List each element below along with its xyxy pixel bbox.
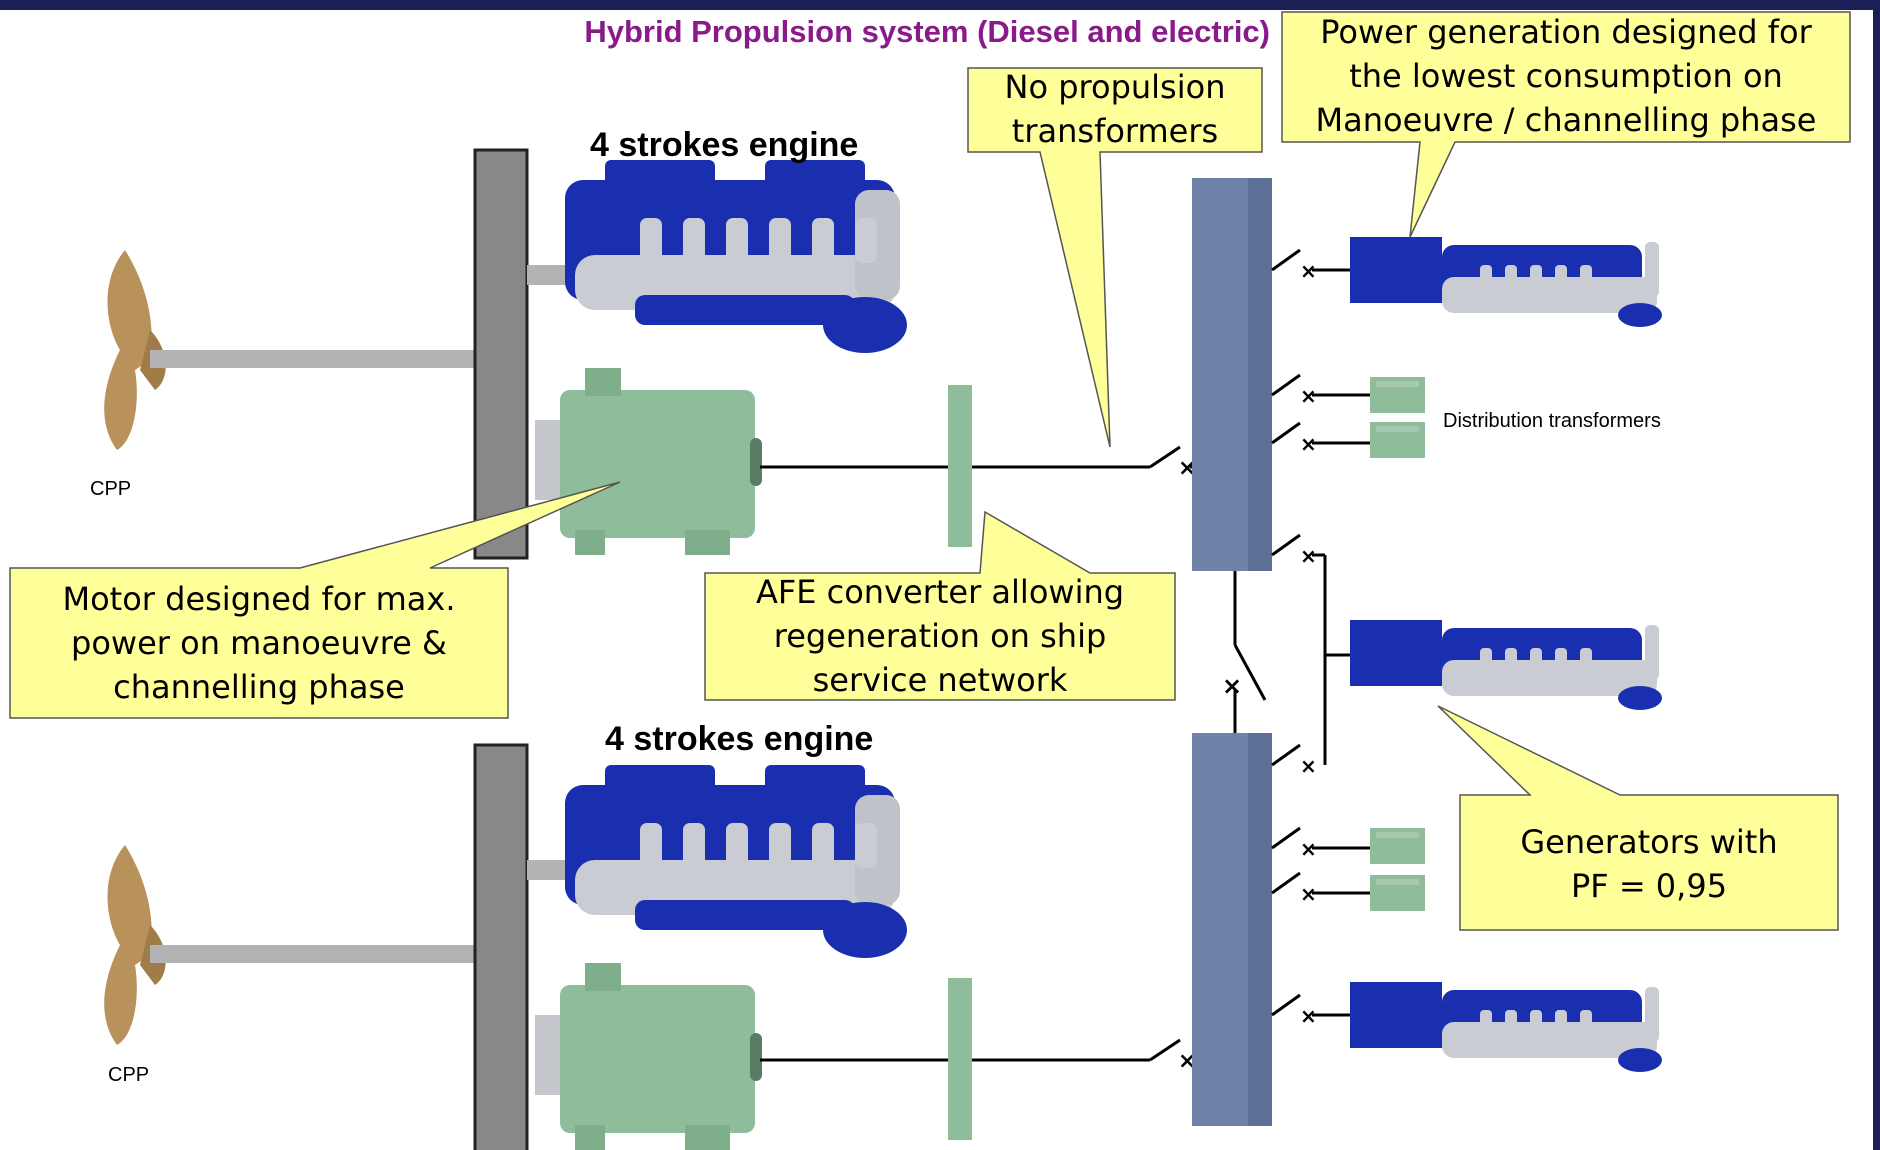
callout-power-generation [1281,11,1851,238]
svg-text:×: × [1222,672,1242,700]
svg-text:×: × [1300,384,1317,408]
svg-text:×: × [1300,837,1317,861]
cpp-label-bottom: CPP [108,1064,150,1086]
distribution-transformer-4 [1370,875,1425,911]
svg-text:×: × [1300,754,1317,778]
generator-set-1 [1350,237,1662,327]
distribution-transformer-1 [1370,377,1425,413]
callout-generators-text: Generators with PF = 0,95 [1520,823,1778,905]
generator-set-2 [1350,620,1662,710]
motor-top [535,368,762,555]
callout-no-transformers-text: No propulsion transformers [1004,68,1226,150]
gearbox-top [473,148,529,560]
shaft-bottom [150,945,480,963]
distribution-transformers-label: Distribution transformers [1443,410,1661,432]
svg-text:×: × [1300,432,1317,456]
svg-text:×: × [1178,456,1196,481]
shaft-top [150,350,480,368]
engine-label-bottom: 4 strokes engine [605,720,874,758]
callout-power-generation-text: Power generation designed for the lowest… [1315,13,1817,139]
distribution-transformer-3 [1370,828,1425,864]
gearbox-bottom [473,743,529,1150]
svg-text:×: × [1300,882,1317,906]
svg-text:×: × [1300,259,1317,283]
afe-converter-bottom [948,978,972,1140]
svg-text:×: × [1178,1049,1196,1074]
engine-bottom [565,765,907,958]
callout-no-transformers [967,67,1263,448]
generator-set-3 [1350,982,1662,1072]
callout-generators [1437,705,1839,931]
top-frame-bar [0,0,1880,10]
callout-motor [9,481,621,719]
engine-top [565,160,907,353]
svg-text:×: × [1300,1004,1317,1028]
right-frame-bar [1873,0,1880,1150]
motor-bottom [535,963,762,1150]
distribution-transformer-2 [1370,422,1425,458]
afe-converter-top [948,385,972,547]
svg-text:×: × [1300,544,1317,568]
callout-afe-text: AFE converter allowing regeneration on s… [755,573,1125,699]
engine-label-top: 4 strokes engine [590,126,859,164]
callout-motor-text: Motor designed for max. power on manoeuv… [62,580,456,706]
page-title: Hybrid Propulsion system (Diesel and ele… [584,14,1270,49]
callout-afe [704,510,1176,701]
cpp-label-top: CPP [90,478,132,500]
